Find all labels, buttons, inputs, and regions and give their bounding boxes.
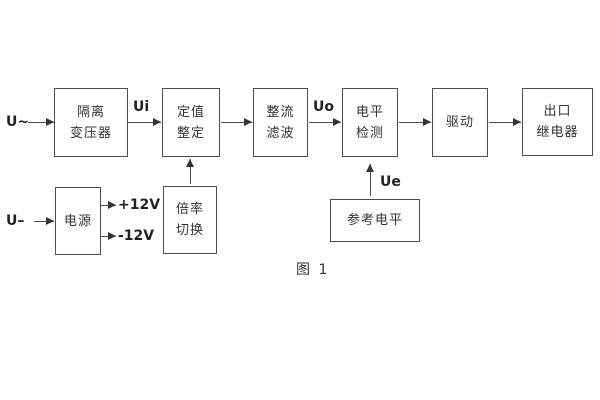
- arrow-isolation-transformer-to-setting-adjust: [128, 118, 161, 126]
- box-setting-adjust: 定值 整定: [162, 88, 220, 157]
- box-power-supply: 电源: [55, 187, 101, 255]
- box-reference-level-label: 参考电平: [346, 213, 403, 228]
- box-rectifier-filter-line1: 整流: [266, 104, 295, 120]
- box-output-relay-line1: 出口: [543, 104, 572, 119]
- arrow-drive-to-output-relay: [489, 118, 521, 126]
- box-level-detect-line2: 检测: [355, 125, 384, 141]
- arrow-level-detect-to-drive: [399, 118, 431, 126]
- arrow-ac-input-to-isolation-transformer: [28, 118, 54, 126]
- box-isolation-transformer: 隔离 变压器: [54, 88, 128, 157]
- signal-label-minus12v: -12V: [118, 228, 155, 244]
- box-drive-label: 驱动: [445, 115, 474, 130]
- box-drive: 驱动: [432, 88, 488, 157]
- arrow-reference-level-to-level-detect: [366, 164, 374, 196]
- signal-label-ue: Ue: [380, 174, 401, 190]
- box-output-relay-line2: 继电器: [536, 125, 579, 140]
- signal-label-ui: Ui: [133, 99, 150, 115]
- box-output-relay: 出口 继电器: [522, 88, 593, 156]
- box-ratio-switch-line1: 倍率: [175, 202, 204, 217]
- box-isolation-transformer-line1: 隔离: [76, 104, 105, 120]
- box-power-supply-label: 电源: [63, 213, 92, 229]
- box-isolation-transformer-line2: 变压器: [69, 125, 112, 141]
- arrow-ratio-switch-to-setting-adjust: [186, 159, 194, 184]
- figure-caption: 图 1: [296, 262, 330, 278]
- signal-label-dc-input: U–: [6, 213, 25, 229]
- signal-label-uo: Uo: [313, 99, 334, 115]
- signal-label-ac-input: U~: [6, 114, 30, 130]
- arrow-rectifier-filter-to-level-detect: [309, 118, 341, 126]
- signal-label-plus12v: +12V: [118, 197, 161, 213]
- box-setting-adjust-line1: 定值: [176, 104, 205, 120]
- arrow-setting-adjust-to-rectifier-filter: [221, 118, 252, 126]
- box-level-detect: 电平 检测: [342, 88, 398, 157]
- box-reference-level: 参考电平: [330, 199, 420, 242]
- arrow-power-supply-plus12v: [101, 201, 116, 209]
- box-level-detect-line1: 电平: [355, 104, 384, 120]
- box-rectifier-filter-line2: 滤波: [266, 125, 295, 141]
- arrow-power-supply-minus12v: [101, 232, 116, 240]
- box-ratio-switch-line2: 切换: [175, 223, 204, 238]
- box-rectifier-filter: 整流 滤波: [253, 88, 308, 157]
- box-ratio-switch: 倍率 切换: [163, 186, 217, 254]
- arrow-dc-input-to-power-supply: [34, 217, 54, 225]
- box-setting-adjust-line2: 整定: [176, 125, 205, 141]
